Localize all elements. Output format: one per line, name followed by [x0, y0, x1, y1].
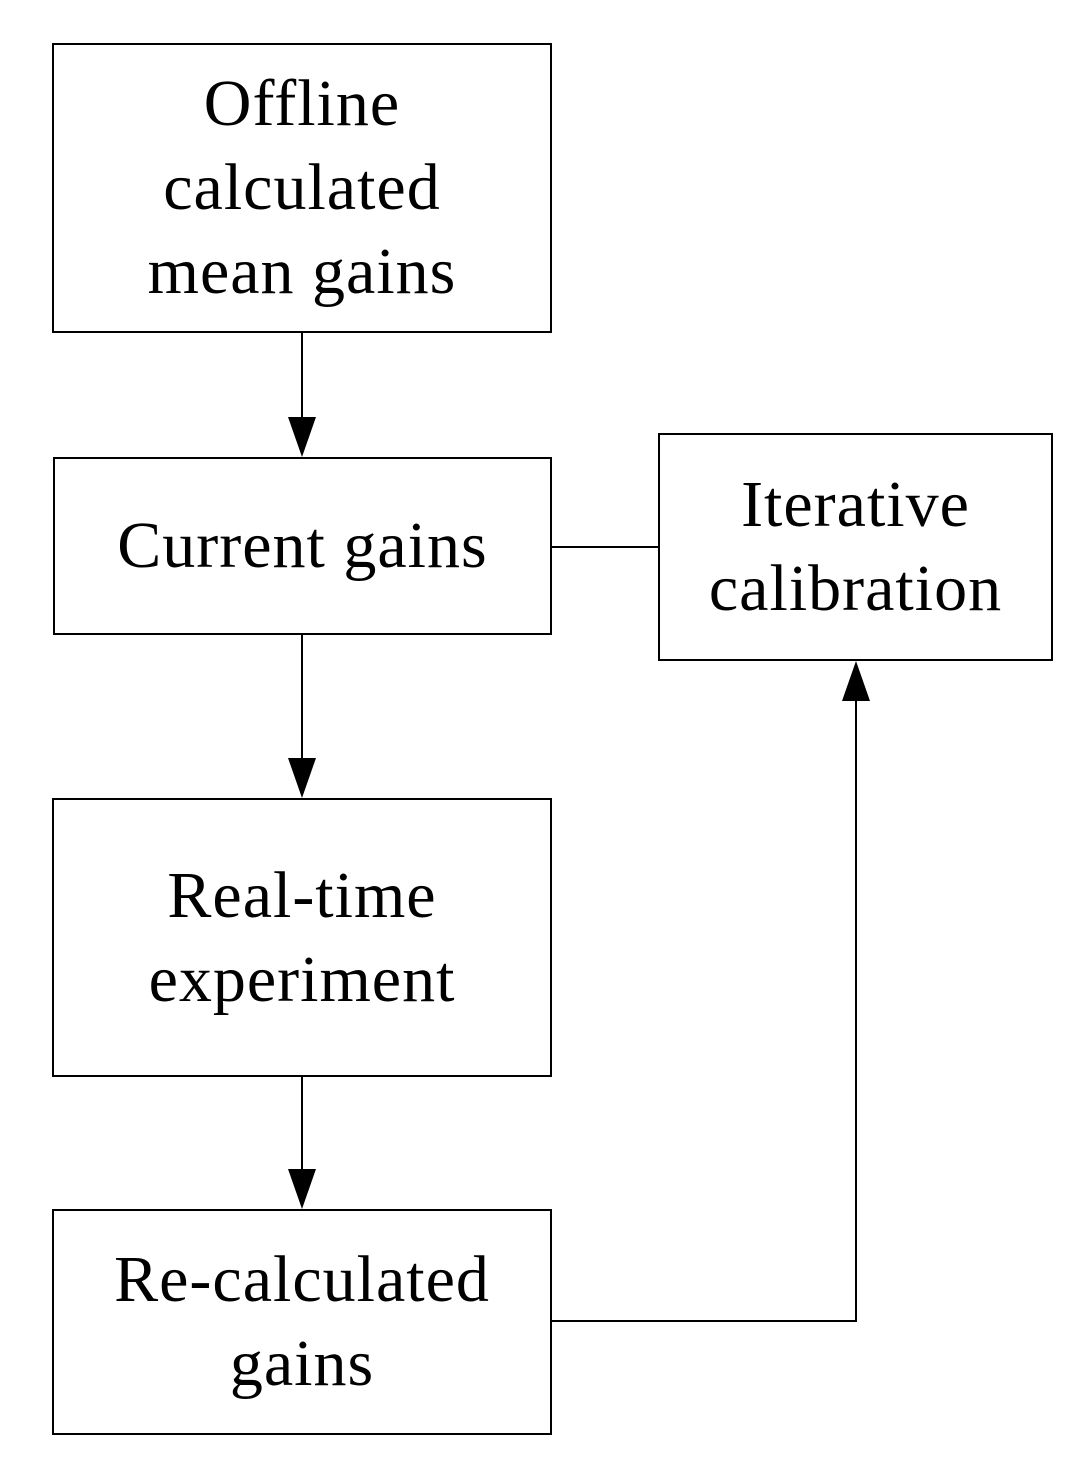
- node-re-calculated-gains: Re-calculated gains: [52, 1209, 552, 1435]
- node-iterative-calibration-label: Iterative calibration: [708, 468, 1003, 625]
- node-iterative-calibration: Iterative calibration: [658, 433, 1053, 661]
- node-offline-mean-gains-label: Offline calculated mean gains: [147, 67, 457, 308]
- node-current-gains: Current gains: [53, 457, 552, 635]
- arrow-realtime-to-recalc: [288, 1077, 316, 1209]
- arrow-recalc-to-iterative: [552, 661, 870, 1322]
- node-re-calculated-gains-label: Re-calculated gains: [114, 1243, 490, 1400]
- arrow-offline-to-current: [288, 333, 316, 457]
- node-current-gains-label: Current gains: [117, 509, 488, 583]
- node-real-time-experiment-label: Real-time experiment: [148, 858, 456, 1016]
- arrow-current-to-realtime: [288, 635, 316, 798]
- node-offline-mean-gains: Offline calculated mean gains: [52, 43, 552, 333]
- node-real-time-experiment: Real-time experiment: [52, 798, 552, 1077]
